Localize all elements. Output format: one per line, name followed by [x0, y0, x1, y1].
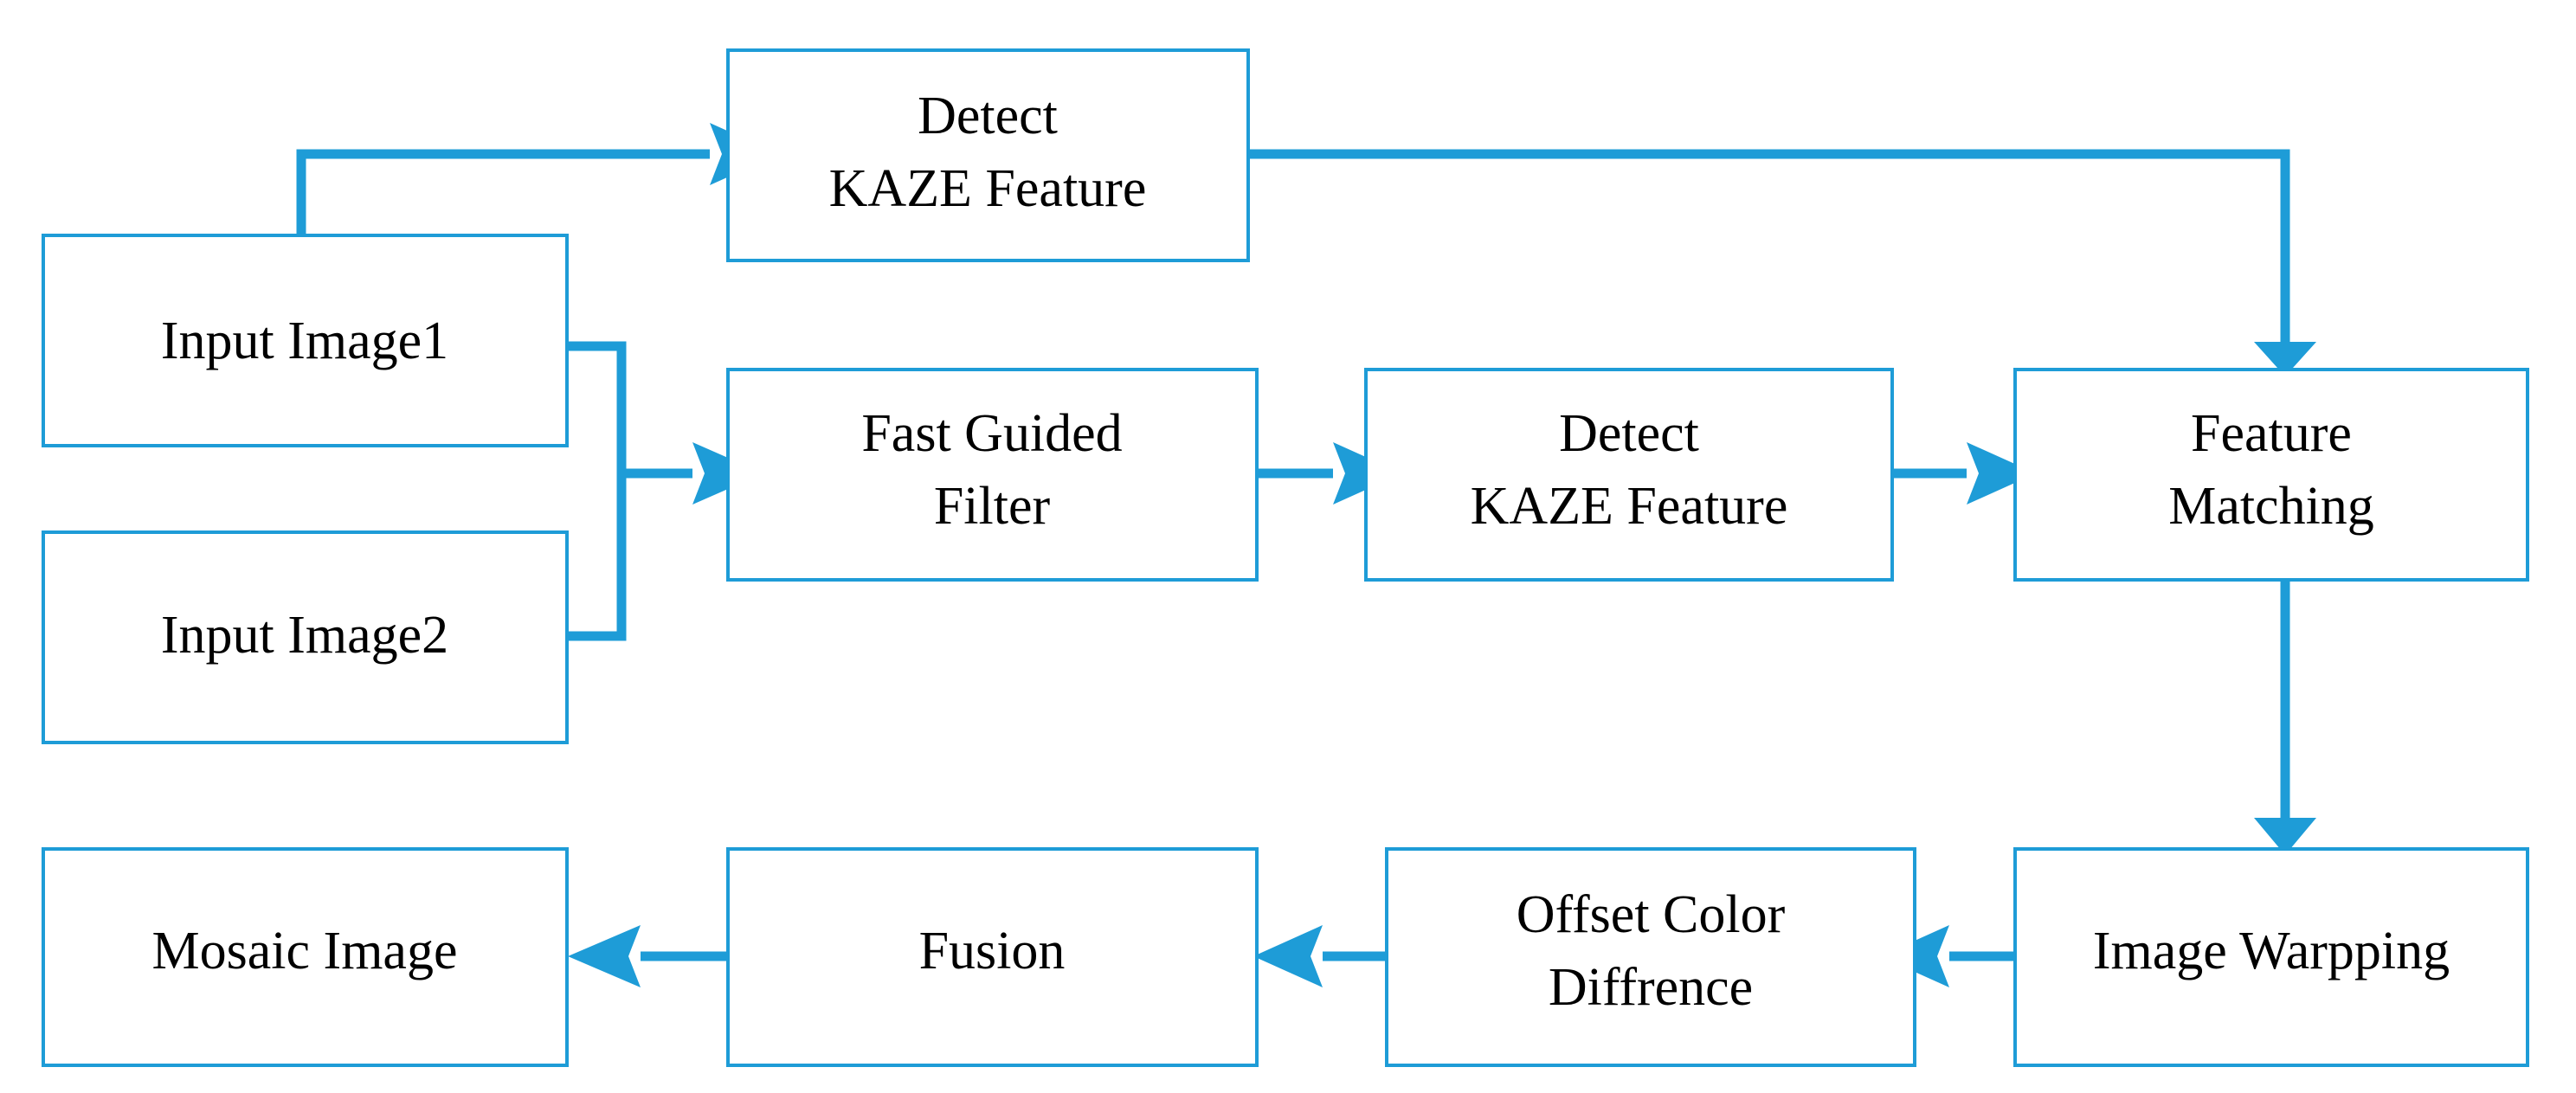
- node-input-image-1-label: Input Image1: [161, 312, 448, 370]
- node-feature-matching-label-line2: Matching: [2168, 477, 2374, 536]
- edge-detect-kaze-top-to-feature-matching: [1248, 149, 2316, 376]
- node-detect-kaze-top[interactable]: Detect KAZE Feature: [726, 48, 1250, 262]
- node-detect-kaze-mid[interactable]: Detect KAZE Feature: [1364, 368, 1894, 582]
- edge-feature-matching-to-image-warpping: [2254, 579, 2316, 855]
- node-image-warpping[interactable]: Image Warpping: [2013, 847, 2529, 1067]
- node-input-image-1[interactable]: Input Image1: [42, 234, 569, 447]
- node-offset-color-diffrence[interactable]: Offset Color Diffrence: [1385, 847, 1916, 1067]
- node-fast-guided-filter[interactable]: Fast Guided Filter: [726, 368, 1259, 582]
- node-detect-kaze-mid-label-line1: Detect: [1559, 404, 1699, 463]
- node-image-warpping-label: Image Warpping: [2093, 922, 2450, 980]
- node-mosaic-image[interactable]: Mosaic Image: [42, 847, 569, 1067]
- node-input-image-2[interactable]: Input Image2: [42, 530, 569, 744]
- node-fusion-label: Fusion: [919, 922, 1066, 980]
- node-input-image-2-label: Input Image2: [161, 606, 448, 665]
- node-offset-color-diffrence-label-line1: Offset Color: [1517, 885, 1786, 944]
- node-fast-guided-filter-label-line2: Filter: [934, 477, 1051, 536]
- node-feature-matching-label-line1: Feature: [2191, 404, 2352, 463]
- node-feature-matching[interactable]: Feature Matching: [2013, 368, 2529, 582]
- node-detect-kaze-mid-label-line2: KAZE Feature: [1471, 477, 1788, 536]
- node-offset-color-diffrence-label-line2: Diffrence: [1549, 958, 1753, 1017]
- edge-detect-kaze-mid-to-feature-matching: [1892, 442, 2036, 505]
- edge-input1-to-detect-kaze-top: [296, 123, 779, 235]
- edge-offset-color-diffrence-to-fusion: [1253, 925, 1387, 987]
- edge-fusion-to-mosaic-image: [568, 925, 729, 987]
- node-fusion[interactable]: Fusion: [726, 847, 1259, 1067]
- node-detect-kaze-top-label-line2: KAZE Feature: [829, 159, 1147, 218]
- node-mosaic-image-label: Mosaic Image: [152, 922, 458, 980]
- node-fast-guided-filter-label-line1: Fast Guided: [861, 404, 1122, 463]
- node-detect-kaze-top-label-line1: Detect: [918, 87, 1058, 145]
